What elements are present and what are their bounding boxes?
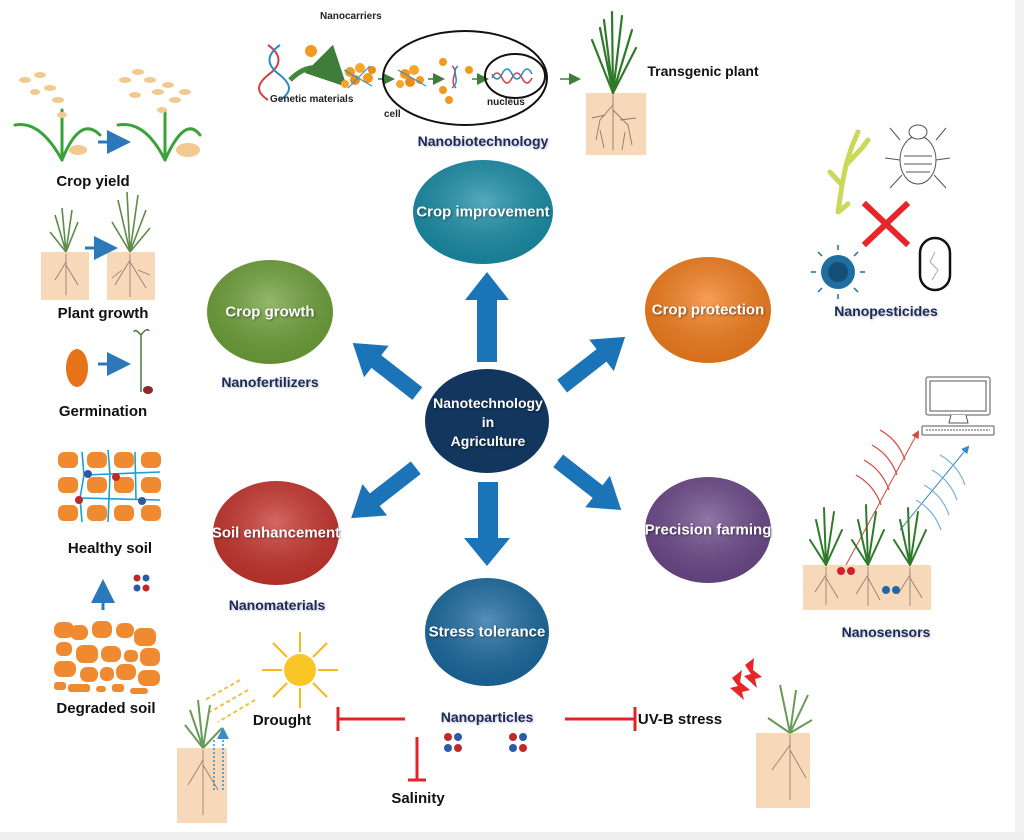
cross-icon	[861, 200, 911, 248]
nanoparticle-cluster-icon	[133, 574, 150, 592]
nanomaterials-label: Nanomaterials	[228, 597, 326, 613]
arrow-upper-left	[352, 343, 423, 400]
nanobiotechnology-label: Nanobiotechnology	[417, 133, 549, 149]
computer-icon	[921, 376, 995, 436]
center-line-3: Agriculture	[450, 433, 526, 449]
nanofertilizers-label: Nanofertilizers	[221, 374, 319, 390]
bacterium-icon	[918, 236, 952, 292]
virus-icon	[811, 245, 865, 299]
stress-tolerance-label: Stress tolerance	[428, 623, 546, 641]
crop-yield-illustration	[13, 69, 202, 162]
inhibit-uvb	[565, 707, 637, 731]
node-soil-enhancement	[213, 481, 339, 585]
germination-label: Germination	[58, 403, 148, 420]
arrow-lower-right	[553, 454, 622, 511]
dna-icon	[258, 44, 290, 101]
seedling-icon	[133, 328, 150, 392]
nanopesticides-label: Nanopesticides	[834, 303, 938, 319]
hub-arrows	[351, 272, 626, 566]
arrow-lower-left	[351, 461, 421, 519]
degraded-soil-label: Degraded soil	[56, 700, 156, 717]
node-stress-tolerance	[425, 578, 549, 686]
plant-growth-illustration	[41, 191, 155, 300]
node-precision-farming	[645, 477, 771, 583]
crop-improvement-label: Crop improvement	[416, 203, 550, 221]
bug-icon	[884, 124, 951, 189]
cell-outline	[382, 30, 548, 126]
center-line-1: Nanotechnology	[433, 395, 543, 411]
healthy-soil-illustration	[58, 449, 161, 523]
cell-label: cell	[384, 109, 401, 120]
nanosensors-label: Nanosensors	[841, 624, 931, 640]
healthy-soil-label: Healthy soil	[67, 540, 153, 557]
curved-arrow-icon	[288, 44, 348, 88]
pest-illustrations	[811, 124, 952, 299]
cell-cluster-icon	[396, 65, 427, 88]
nanoparticles-left-icon	[444, 733, 462, 752]
nanoparticles-right-icon	[509, 733, 527, 752]
plant-growth-label: Plant growth	[57, 305, 149, 322]
center-line-2: in	[481, 414, 495, 430]
node-crop-growth	[207, 260, 333, 364]
arrow-upper-right	[557, 336, 626, 393]
salinity-label: Salinity	[391, 790, 445, 807]
signal-waves	[845, 429, 970, 566]
node-crop-improvement	[413, 160, 553, 264]
bottom-edge-strip	[0, 832, 1024, 840]
nanocarrier-cluster-icon	[341, 63, 376, 89]
node-center	[425, 369, 549, 473]
nanobiotech-schematic	[258, 10, 646, 155]
transgenic-plant-icon	[586, 10, 646, 155]
genetic-materials-label: Genetic materials	[270, 94, 354, 105]
drought-label: Drought	[252, 712, 312, 729]
nucleus-label: nucleus	[487, 97, 525, 108]
precision-farming-label: Precision farming	[644, 521, 772, 539]
node-crop-protection	[645, 257, 771, 363]
inhibit-drought	[336, 707, 405, 731]
uvb-stress-label: UV-B stress	[637, 711, 723, 728]
arrow-down	[464, 482, 510, 566]
seed-icon	[66, 349, 88, 387]
uvb-plant-icon	[756, 684, 813, 808]
arrow-up	[465, 272, 509, 362]
drought-plant-icon	[177, 699, 229, 823]
fungus-icon	[827, 129, 871, 215]
uv-lightning-icon	[730, 658, 762, 700]
germination-illustration	[66, 328, 153, 394]
nanoparticles-label: Nanoparticles	[440, 709, 534, 725]
crop-yield-label: Crop yield	[56, 173, 130, 190]
degraded-soil-illustration	[54, 621, 160, 694]
nucleus-dna-icon	[491, 72, 533, 84]
nucleus-outline	[484, 53, 546, 99]
sun-icon	[262, 632, 338, 708]
crop-growth-label: Crop growth	[225, 303, 315, 321]
sun-rays-dashed	[204, 679, 256, 723]
crop-protection-label: Crop protection	[651, 301, 765, 319]
nanocarriers-label: Nanocarriers	[320, 11, 382, 22]
right-edge-strip	[1015, 0, 1024, 840]
soil-enhancement-label: Soil enhancement	[211, 524, 341, 542]
sensor-field-illustration	[803, 504, 931, 610]
nanocarrier-icon	[305, 45, 317, 57]
transgenic-plant-label: Transgenic plant	[647, 63, 759, 79]
